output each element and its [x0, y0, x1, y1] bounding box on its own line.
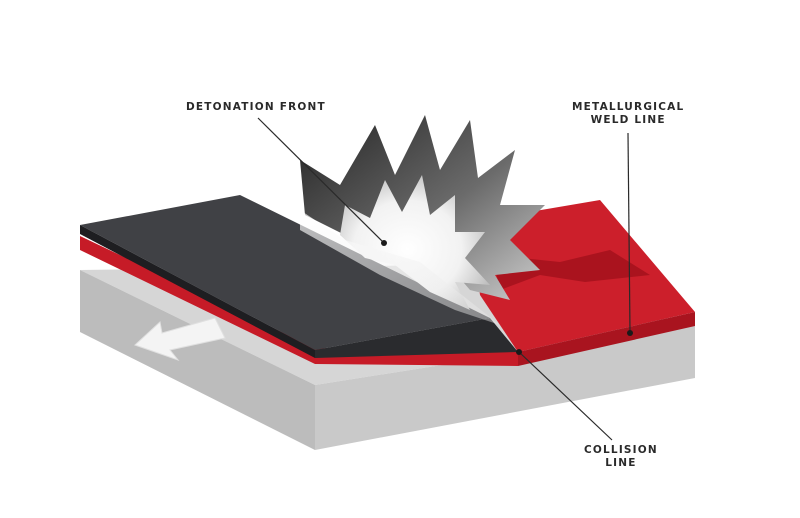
base-plate-front — [80, 270, 315, 450]
flyer-plate-top — [80, 195, 490, 350]
flyer-plate-bend — [315, 318, 518, 358]
flyer-plate-edge — [80, 225, 315, 358]
collision-line-label: COLLISION LINE — [584, 444, 658, 470]
clad-red-front — [518, 312, 695, 366]
collision-line-text-2: LINE — [605, 457, 637, 469]
direction-arrow — [134, 317, 226, 362]
leader-detonation-dot — [381, 240, 387, 246]
leader-weld-dot — [627, 330, 633, 336]
leader-collision-dot — [516, 349, 522, 355]
detonation-burst — [300, 115, 545, 325]
arrow-shape — [134, 317, 226, 362]
red-shock-streak — [492, 250, 650, 290]
leader-lines — [257, 117, 633, 441]
burst-glow — [300, 210, 500, 325]
detonation-front-text: DETONATION FRONT — [186, 101, 326, 113]
weld-line-text-2: WELD LINE — [590, 114, 666, 126]
leader-collision — [518, 351, 613, 441]
base-plate-side — [315, 325, 695, 450]
leader-detonation — [257, 117, 385, 244]
collision-line-text-1: COLLISION — [584, 444, 658, 456]
flyer-plate — [80, 195, 518, 358]
burst-inner — [340, 175, 490, 310]
weld-line-label: METALLURGICAL WELD LINE — [572, 101, 684, 127]
leader-weld — [627, 132, 631, 334]
detonation-front-label: DETONATION FRONT — [186, 101, 326, 114]
weld-line-text-1: METALLURGICAL — [572, 101, 685, 113]
